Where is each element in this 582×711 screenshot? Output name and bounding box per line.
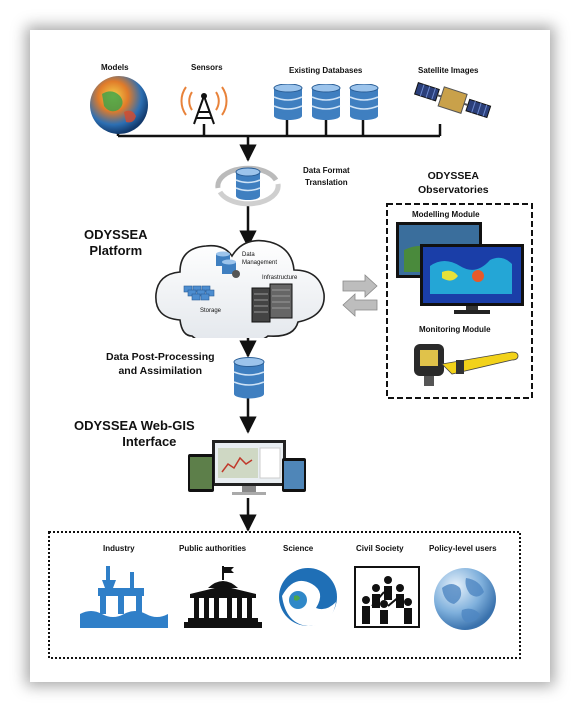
user-label-public-authorities: Public authorities bbox=[179, 544, 247, 553]
platform-title: ODYSSEA Platform bbox=[84, 227, 148, 258]
modelling-module-label: Modelling Module bbox=[412, 210, 480, 219]
webgis-title: ODYSSEA Web-GIS Interface bbox=[74, 418, 195, 449]
user-label-science: Science bbox=[283, 544, 314, 553]
user-label-industry: Industry bbox=[103, 544, 135, 553]
translation-label: Data Format Translation bbox=[303, 166, 350, 187]
storage-label: Storage bbox=[200, 308, 222, 314]
data-translation-icon bbox=[215, 165, 281, 207]
infrastructure-label: Infrastructure bbox=[262, 275, 298, 281]
satellite-label: Satellite Images bbox=[418, 66, 479, 75]
oil-rig-icon bbox=[80, 566, 168, 628]
databases-label: Existing Databases bbox=[289, 66, 363, 75]
user-label-civil-society: Civil Society bbox=[356, 544, 404, 553]
models-label: Models bbox=[101, 63, 129, 72]
data-management-label: Data Management bbox=[242, 252, 278, 266]
observatories-box bbox=[386, 203, 533, 399]
database-icons bbox=[273, 84, 379, 120]
database-icon bbox=[233, 357, 265, 399]
government-building-icon bbox=[184, 566, 262, 628]
people-group-icon bbox=[354, 566, 420, 628]
bidirectional-arrows-icon bbox=[342, 274, 378, 317]
observatories-title: ODYSSEA Observatories bbox=[418, 170, 489, 196]
user-label-policy-level-users: Policy-level users bbox=[429, 544, 497, 553]
postprocessing-label: Data Post-Processing and Assimilation bbox=[106, 351, 215, 377]
cloud-platform-icon bbox=[155, 239, 325, 338]
users-box bbox=[48, 531, 521, 659]
earth-model-icon bbox=[90, 76, 148, 134]
modelling-monitors-icon bbox=[396, 222, 524, 314]
sensors-label: Sensors bbox=[191, 63, 223, 72]
monitoring-device-icon bbox=[414, 344, 519, 386]
satellite-icon bbox=[413, 82, 492, 119]
monitoring-module-label: Monitoring Module bbox=[419, 325, 491, 334]
sensor-antenna-icon bbox=[180, 86, 228, 125]
earth-wave-icon bbox=[279, 568, 337, 626]
webgis-devices-icon bbox=[188, 440, 306, 495]
globe-icon bbox=[434, 568, 496, 630]
